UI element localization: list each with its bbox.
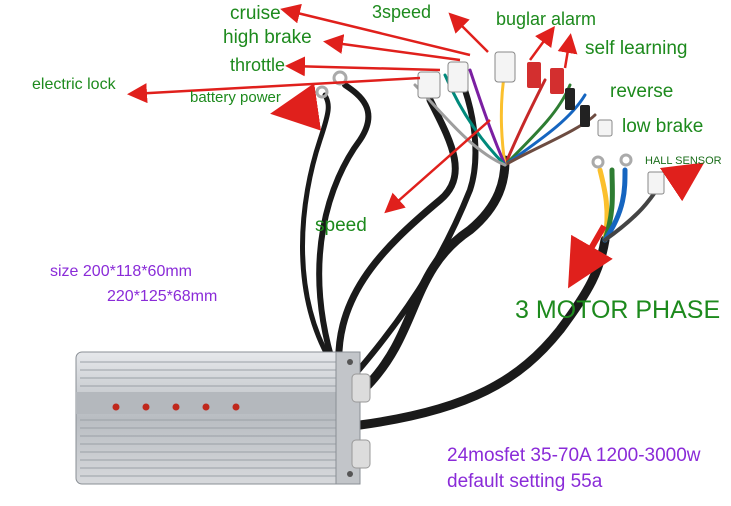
- label-speed: speed: [315, 215, 367, 236]
- label-battery-power: battery power: [190, 89, 281, 106]
- spec-rating-line1: 24mosfet 35-70A 1200-3000w: [447, 445, 701, 466]
- status-led: [202, 403, 210, 411]
- status-led: [232, 403, 240, 411]
- label-low-brake: low brake: [622, 116, 704, 137]
- pointer-arrows: [127, 3, 705, 289]
- label-throttle: throttle: [230, 55, 286, 75]
- status-led: [142, 403, 150, 411]
- label-3speed: 3speed: [372, 2, 432, 22]
- label-3-motor-phase: 3 MOTOR PHASE: [515, 296, 721, 324]
- label-buglar-alarm: buglar alarm: [496, 9, 597, 29]
- status-led: [112, 403, 120, 411]
- label-high-brake: high brake: [223, 27, 312, 48]
- label-cruise: cruise: [230, 3, 281, 24]
- label-self-learning: self learning: [585, 38, 688, 59]
- spec-rating-line2: default setting 55a: [447, 471, 603, 492]
- label-reverse: reverse: [610, 81, 674, 102]
- label-hall-sensor: HALL SENSOR: [645, 155, 722, 167]
- status-led: [172, 403, 180, 411]
- spec-size-line2: 220*125*68mm: [107, 288, 218, 305]
- controller-case: [75, 351, 371, 485]
- label-electric-lock: electric lock: [32, 76, 116, 93]
- spec-size-line1: size 200*118*60mm: [50, 263, 193, 280]
